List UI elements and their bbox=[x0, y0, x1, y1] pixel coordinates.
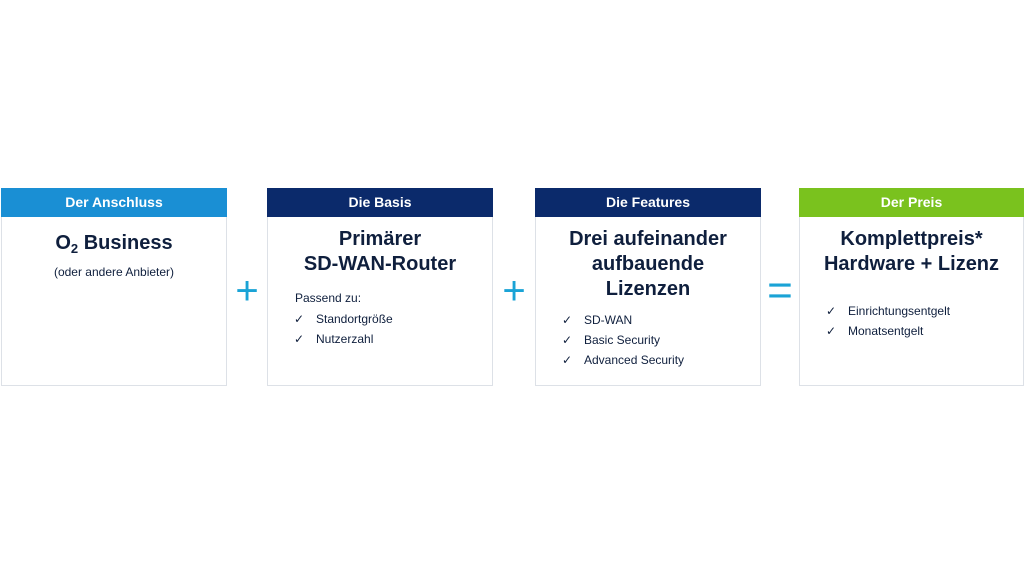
list-item: ✓Nutzerzahl bbox=[268, 329, 492, 349]
card-anschluss: Der Anschluss O2 Business (oder andere A… bbox=[1, 188, 227, 386]
plus-operator-2: + bbox=[502, 269, 526, 313]
card-title-anschluss: O2 Business bbox=[55, 232, 173, 256]
check-icon: ✓ bbox=[826, 304, 837, 318]
card-features: Die Features Drei aufeinander aufbauende… bbox=[535, 188, 761, 386]
list-item: ✓Einrichtungsentgelt bbox=[800, 301, 1023, 321]
card-basis: Die Basis Primärer SD-WAN-Router Passend… bbox=[267, 188, 493, 386]
list-heading-basis: Passend zu: bbox=[295, 291, 362, 305]
card-header-anschluss: Der Anschluss bbox=[1, 188, 227, 217]
plus-operator-1: + bbox=[235, 269, 259, 313]
card-header-features: Die Features bbox=[535, 188, 761, 217]
checklist-features: ✓SD-WAN ✓Basic Security ✓Advanced Securi… bbox=[536, 310, 760, 370]
equals-operator: = bbox=[767, 266, 793, 315]
list-item: ✓Basic Security bbox=[536, 330, 760, 350]
card-header-preis: Der Preis bbox=[799, 188, 1024, 217]
card-title-basis: Primärer SD-WAN-Router bbox=[303, 228, 457, 275]
card-title-preis: Komplettpreis* Hardware + Lizenz bbox=[823, 228, 1000, 275]
list-item: ✓Standortgröße bbox=[268, 309, 492, 329]
list-item: ✓Monatsentgelt bbox=[800, 321, 1023, 341]
check-icon: ✓ bbox=[562, 353, 573, 367]
card-header-basis: Die Basis bbox=[267, 188, 493, 217]
list-item: ✓Advanced Security bbox=[536, 350, 760, 370]
check-icon: ✓ bbox=[294, 312, 305, 326]
card-subtitle-anschluss: (oder andere Anbieter) bbox=[53, 265, 175, 279]
check-icon: ✓ bbox=[826, 324, 837, 338]
checklist-preis: ✓Einrichtungsentgelt ✓Monatsentgelt bbox=[800, 301, 1023, 341]
card-preis: Der Preis Komplettpreis* Hardware + Lize… bbox=[799, 188, 1024, 386]
check-icon: ✓ bbox=[562, 333, 573, 347]
check-icon: ✓ bbox=[294, 332, 305, 346]
checklist-basis: ✓Standortgröße ✓Nutzerzahl bbox=[268, 309, 492, 349]
card-title-features: Drei aufeinander aufbauende Lizenzen bbox=[569, 228, 727, 300]
list-item: ✓SD-WAN bbox=[536, 310, 760, 330]
check-icon: ✓ bbox=[562, 313, 573, 327]
